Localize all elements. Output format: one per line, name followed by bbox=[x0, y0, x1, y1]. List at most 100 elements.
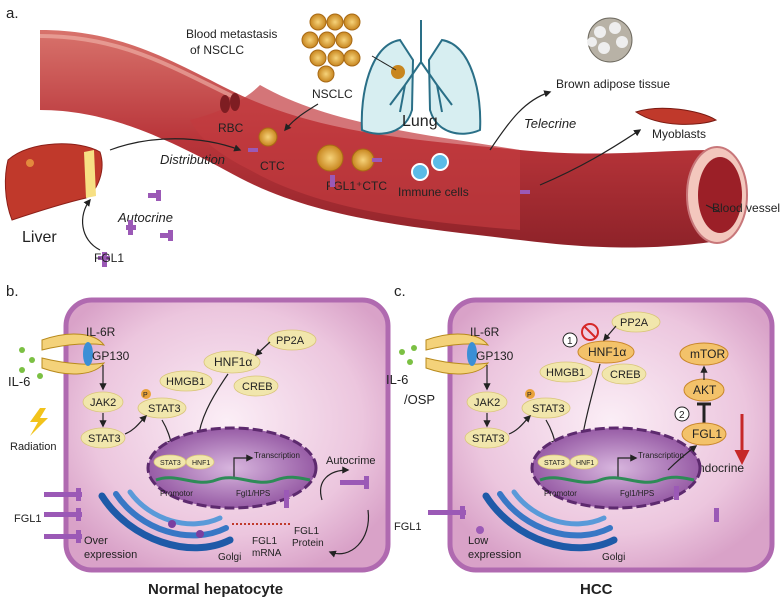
il6-molecules-c bbox=[399, 345, 417, 365]
step-1-marker bbox=[562, 332, 578, 348]
il6r-receptor-icon bbox=[41, 333, 106, 375]
hmgb1-node-c bbox=[539, 361, 593, 383]
golgi-icon-b bbox=[98, 489, 234, 552]
rbc-icon bbox=[220, 93, 240, 113]
il6-molecules-b bbox=[19, 347, 43, 379]
promotor-label-c: Promotor bbox=[544, 489, 577, 498]
fgl1-molecules-b bbox=[284, 476, 369, 508]
nsclc-cell-cluster bbox=[301, 13, 361, 83]
p-label-b: P bbox=[143, 392, 148, 399]
panel-c: c. IL-6R GP130 IL-6 /OSP JAK2 STAT3 STAT… bbox=[386, 283, 775, 598]
nuc-hnf1-label-c: HNF1 bbox=[576, 460, 594, 467]
ctc-label: CTC bbox=[260, 159, 285, 173]
nuc-stat3-label-c: STAT3 bbox=[544, 460, 565, 467]
creb-label-b: CREB bbox=[242, 381, 273, 393]
gene-label-c: Fgl1/HPS bbox=[620, 489, 654, 498]
panel-b-title: Normal hepatocyte bbox=[148, 581, 283, 598]
golgi-label-c: Golgi bbox=[602, 552, 625, 563]
inhibited-icon bbox=[581, 323, 599, 341]
fgl1-ctc-icon bbox=[316, 144, 375, 172]
nuc-hnf1-label-b: HNF1 bbox=[192, 460, 210, 467]
pp2a-node-b bbox=[267, 329, 317, 351]
hmgb1-label-c: HMGB1 bbox=[546, 367, 585, 379]
blood-metastasis-line2: of NSCLC bbox=[190, 43, 244, 57]
transcription-label-c: Transcription bbox=[638, 451, 684, 460]
gene-label-b: Fgl1/HPS bbox=[236, 489, 270, 498]
blood-metastasis-line1: Blood metastasis bbox=[186, 27, 277, 41]
fgl1-box-label: FGL1 bbox=[692, 427, 722, 441]
autocrime-label: Autocrime bbox=[326, 455, 376, 467]
fgl1-protein-line2: Protein bbox=[292, 538, 324, 549]
fgl1-label-b: FGL1 bbox=[14, 513, 42, 525]
fgl1-label-c: FGL1 bbox=[394, 521, 422, 533]
panel-a-label: a. bbox=[6, 5, 19, 22]
creb-label-c: CREB bbox=[610, 369, 641, 381]
liver-icon bbox=[4, 143, 103, 221]
immune-cells-icon bbox=[411, 153, 449, 181]
autocrine-label: Autocrine bbox=[117, 210, 173, 225]
stat3-p-node-b bbox=[137, 397, 187, 419]
jak2-node-b bbox=[82, 391, 124, 413]
il6-label-b: IL-6 bbox=[8, 374, 30, 389]
hmgb1-node-b bbox=[159, 370, 213, 392]
golgi-icon-c bbox=[482, 489, 618, 552]
dna-helix-c bbox=[539, 475, 695, 484]
gp130-label-b: GP130 bbox=[92, 349, 130, 363]
stat3-p-node-c bbox=[521, 397, 571, 419]
nucleus-c bbox=[530, 426, 702, 510]
stat3-label-b: STAT3 bbox=[88, 433, 121, 445]
step-1-label: 1 bbox=[567, 336, 573, 347]
nuc-stat3-label-b: STAT3 bbox=[160, 460, 181, 467]
step-2-marker bbox=[674, 406, 690, 422]
brown-adipose-label: Brown adipose tissue bbox=[556, 77, 670, 91]
phospho-icon-b bbox=[141, 389, 151, 399]
over-expression-line1: Over bbox=[84, 535, 108, 547]
stat3b-label-b: STAT3 bbox=[148, 403, 181, 415]
nuc-hnf1-node-b bbox=[185, 454, 215, 470]
fgl1-protein-line1: FGL1 bbox=[294, 526, 319, 537]
myoblasts-icon bbox=[634, 107, 718, 125]
panel-b-label: b. bbox=[6, 283, 19, 300]
transcription-label-b: Transcription bbox=[254, 451, 300, 460]
lung-icon bbox=[360, 20, 482, 135]
hnf1a-label-b: HNF1α bbox=[214, 355, 252, 369]
pp2a-label-c: PP2A bbox=[620, 317, 649, 329]
panel-c-title: HCC bbox=[580, 581, 613, 598]
phospho-icon-c bbox=[525, 389, 535, 399]
fgl1-node-c bbox=[681, 422, 727, 446]
lung-label: Lung bbox=[402, 113, 438, 130]
nucleus-b bbox=[146, 426, 318, 510]
telecrine-label: Telecrine bbox=[524, 116, 576, 131]
jak2-label-c: JAK2 bbox=[474, 397, 500, 409]
endocrine-label: Endocrine bbox=[690, 461, 744, 475]
low-expression-line2: expression bbox=[468, 549, 521, 561]
blood-vessel-label: Blood vessel bbox=[712, 201, 780, 215]
creb-node-b bbox=[233, 375, 279, 397]
gp130-label-c: GP130 bbox=[476, 349, 514, 363]
fgl1-label-a: FGL1 bbox=[94, 251, 124, 265]
ctc-cell-icon bbox=[258, 127, 278, 147]
golgi-label-b: Golgi bbox=[218, 552, 241, 563]
akt-label: AKT bbox=[693, 383, 717, 397]
panel-b: b. IL-6R GP130 IL-6 Radiation JAK2 STAT3… bbox=[6, 283, 391, 598]
stat3-node-c bbox=[464, 427, 510, 449]
nsclc-label: NSCLC bbox=[312, 87, 353, 101]
step-2-label: 2 bbox=[679, 410, 685, 421]
radiation-label: Radiation bbox=[10, 441, 56, 453]
nuc-hnf1-node-c bbox=[569, 454, 599, 470]
fgl1-ctc-label: FGL1⁺CTC bbox=[326, 179, 387, 193]
mtor-label: mTOR bbox=[690, 347, 725, 361]
low-expression-line1: Low bbox=[468, 535, 488, 547]
immune-cells-label: Immune cells bbox=[398, 185, 469, 199]
promotor-label-b: Promotor bbox=[160, 489, 193, 498]
radiation-icon bbox=[30, 408, 48, 436]
fgl1-membrane-b bbox=[44, 488, 82, 543]
creb-node-c bbox=[601, 363, 647, 385]
stat3-label-c: STAT3 bbox=[472, 433, 505, 445]
fgl1-molecules-a bbox=[98, 148, 530, 267]
fgl1-membrane-c bbox=[428, 486, 719, 534]
jak2-label-b: JAK2 bbox=[90, 397, 116, 409]
dna-helix-b bbox=[155, 475, 311, 484]
fgl1-mrna-line2: mRNA bbox=[252, 548, 282, 559]
